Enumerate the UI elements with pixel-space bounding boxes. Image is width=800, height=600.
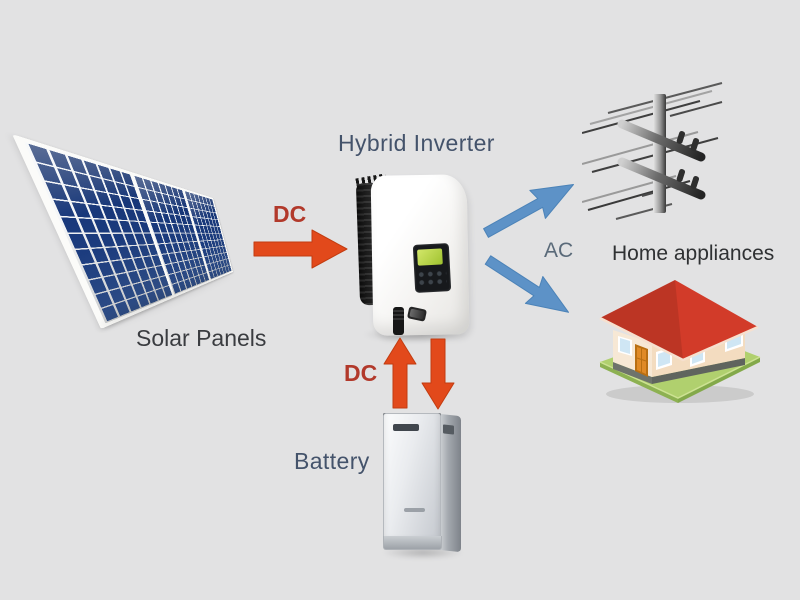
inverter-figure	[355, 170, 477, 350]
ac-arrow-shape	[483, 184, 574, 238]
dc-arrow-inverter-to-battery	[421, 338, 455, 410]
battery-vent-slot	[393, 424, 419, 431]
battery-front-face	[383, 413, 441, 546]
pole-mast	[653, 94, 666, 213]
house-roof	[599, 280, 759, 362]
solar-panel-figure	[12, 134, 234, 330]
inverter-lcd-screen	[417, 248, 443, 266]
house-door	[635, 344, 648, 377]
battery-side-vent	[443, 424, 454, 435]
utility-pole-icon	[582, 82, 723, 220]
battery-figure	[380, 408, 470, 560]
home-appliances-label: Home appliances	[612, 242, 775, 265]
house-icon	[599, 280, 761, 403]
inverter-display-panel	[412, 243, 452, 293]
ac-label: AC	[544, 239, 574, 262]
solar-panels-label: Solar Panels	[136, 325, 267, 351]
inverter-dc-connector	[393, 307, 404, 335]
dc-label-battery: DC	[344, 360, 378, 386]
house-foundation	[613, 358, 745, 384]
ac-arrow-to-house	[484, 255, 570, 313]
battery-side-face	[438, 413, 461, 553]
dc-arrow-battery-to-inverter	[383, 337, 417, 409]
battery-label: Battery	[294, 448, 370, 474]
inverter-keypad	[418, 270, 447, 288]
dc-down-arrow-shape	[421, 338, 455, 410]
dc-label-solar: DC	[273, 201, 307, 227]
pole-crossarms	[617, 119, 706, 200]
solar-sub-panel	[24, 141, 173, 324]
hybrid-inverter-label: Hybrid Inverter	[338, 130, 495, 156]
battery-logo-mark	[404, 508, 425, 512]
dc-arrow-shape	[253, 229, 348, 269]
dc-up-arrow-shape	[383, 337, 417, 409]
battery-base	[383, 536, 442, 550]
ac-arrow-to-grid	[483, 184, 574, 238]
dc-arrow-solar-to-inverter	[253, 229, 348, 269]
ac-arrow-shape	[484, 255, 570, 313]
